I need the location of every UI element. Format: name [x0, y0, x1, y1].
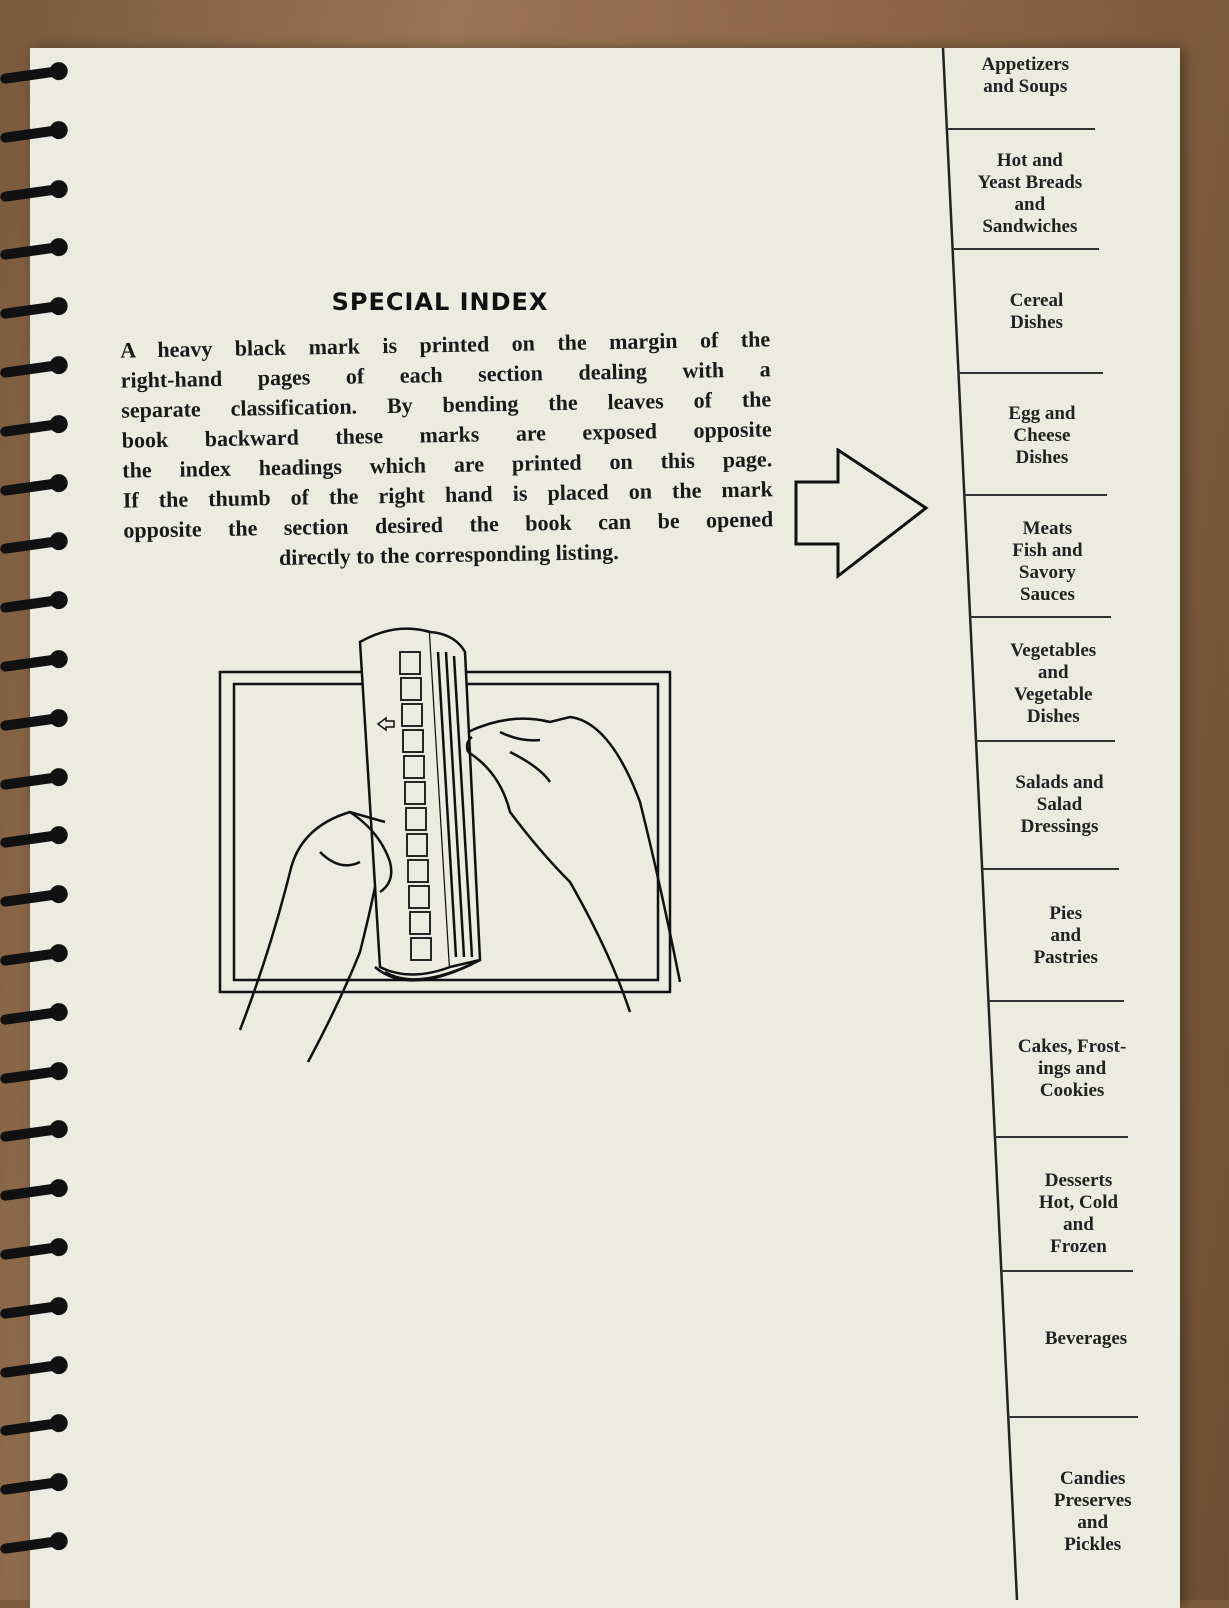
spiral-coil [0, 947, 63, 967]
spiral-binding [0, 60, 90, 1600]
tab-separator [1001, 1270, 1133, 1272]
spiral-coil [0, 1300, 63, 1320]
tab-separator [1008, 1416, 1138, 1418]
tab-label[interactable]: Pies and Pastries [1033, 903, 1098, 968]
spiral-coil [0, 653, 63, 673]
spiral-coil [0, 1065, 63, 1084]
tab-separator [970, 616, 1112, 618]
spiral-coil [0, 771, 63, 790]
tab-label[interactable]: Salads and Salad Dressings [1015, 772, 1104, 837]
page-title: SPECIAL INDEX [331, 288, 549, 316]
tab-label[interactable]: Desserts Hot, Cold and Frozen [1038, 1170, 1119, 1257]
spiral-coil [0, 1006, 63, 1026]
spiral-coil [0, 300, 63, 320]
tab-separator [946, 128, 1095, 130]
spiral-coil [0, 830, 63, 849]
spiral-coil [0, 242, 63, 261]
tab-label[interactable]: Meats Fish and Savory Sauces [1012, 518, 1083, 605]
spiral-coil [0, 1359, 63, 1378]
spiral-coil [0, 65, 63, 85]
tab-label[interactable]: Cereal Dishes [1009, 290, 1064, 333]
hands-bending-book-illustration [218, 627, 682, 1063]
tab-separator [975, 740, 1116, 742]
spiral-coil [0, 359, 63, 379]
spiral-coil [0, 183, 63, 202]
tab-label[interactable]: Candies Preserves and Pickles [1053, 1468, 1132, 1555]
spiral-coil [0, 124, 63, 144]
tab-separator [988, 1000, 1124, 1002]
spiral-coil [0, 1182, 63, 1202]
tab-strip-edge [941, 48, 1019, 1601]
tab-separator [982, 868, 1120, 870]
spiral-coil [0, 1241, 63, 1261]
tab-label[interactable]: Vegetables and Vegetable Dishes [1010, 640, 1097, 727]
tab-label[interactable]: Beverages [1044, 1328, 1128, 1349]
instructions-paragraph: A heavy black mark is printed on the mar… [120, 324, 774, 575]
tab-label[interactable]: Hot and Yeast Breads and Sandwiches [977, 150, 1083, 237]
spiral-coil [0, 1124, 63, 1143]
spiral-coil [0, 477, 63, 496]
tab-separator [958, 372, 1103, 374]
tab-label[interactable]: Appetizers and Soups [981, 54, 1070, 97]
tab-label[interactable]: Cakes, Frost- ings and Cookies [1017, 1036, 1127, 1101]
spiral-coil [0, 712, 63, 732]
spiral-coil [0, 1418, 63, 1437]
tab-label[interactable]: Egg and Cheese Dishes [1008, 403, 1076, 468]
tab-separator [994, 1136, 1129, 1138]
spiral-coil [0, 1535, 63, 1555]
spiral-coil [0, 1476, 63, 1496]
spiral-coil [0, 888, 63, 908]
tab-separator [952, 248, 1099, 250]
right-arrow-icon [794, 448, 929, 580]
tab-separator [964, 494, 1107, 496]
spiral-coil [0, 594, 63, 614]
spiral-coil [0, 536, 63, 555]
spiral-coil [0, 418, 63, 438]
